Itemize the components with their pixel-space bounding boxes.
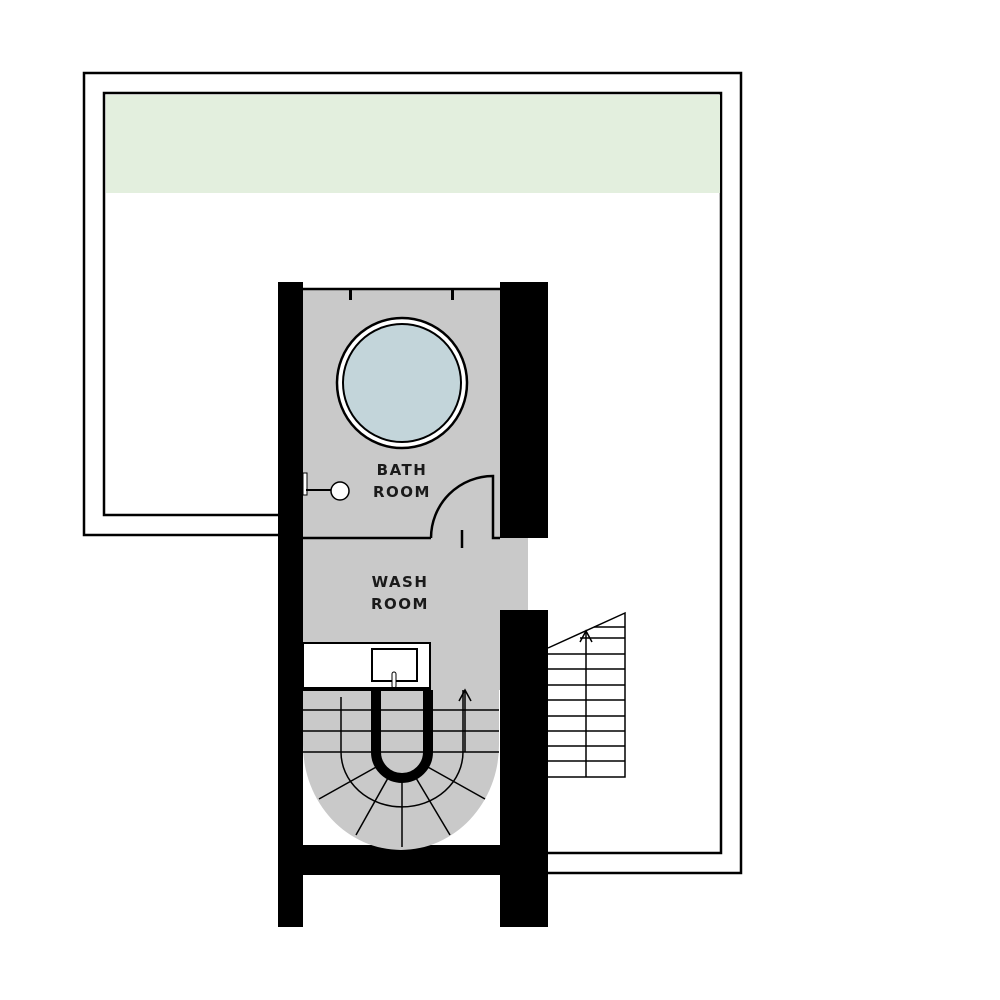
right-wall-upper xyxy=(500,282,548,538)
outer-deck-outline xyxy=(82,71,743,875)
faucet-icon xyxy=(391,671,397,689)
green-terrace-strip xyxy=(106,95,720,193)
bathroom-label-line2: ROOM xyxy=(373,483,431,501)
inner-deck-outline xyxy=(102,91,723,855)
washroom-label-line2: ROOM xyxy=(371,595,429,613)
door-swing-icon xyxy=(429,474,500,540)
bottom-wall xyxy=(278,845,548,875)
stair-up-arrow xyxy=(579,629,593,643)
washroom-label-line1: WASH xyxy=(372,573,429,591)
washroom-floor xyxy=(303,538,528,610)
right-wall-lower xyxy=(500,610,548,927)
spiral-stair xyxy=(303,687,499,850)
bathroom-label-line1: BATH xyxy=(377,461,428,479)
shower-head-icon xyxy=(330,481,350,501)
window-tick xyxy=(451,289,454,300)
shower-mount xyxy=(302,472,308,496)
window-tick xyxy=(349,289,352,300)
bathtub-basin xyxy=(342,323,462,443)
left-wall xyxy=(278,282,303,927)
straight-stair xyxy=(547,611,626,778)
